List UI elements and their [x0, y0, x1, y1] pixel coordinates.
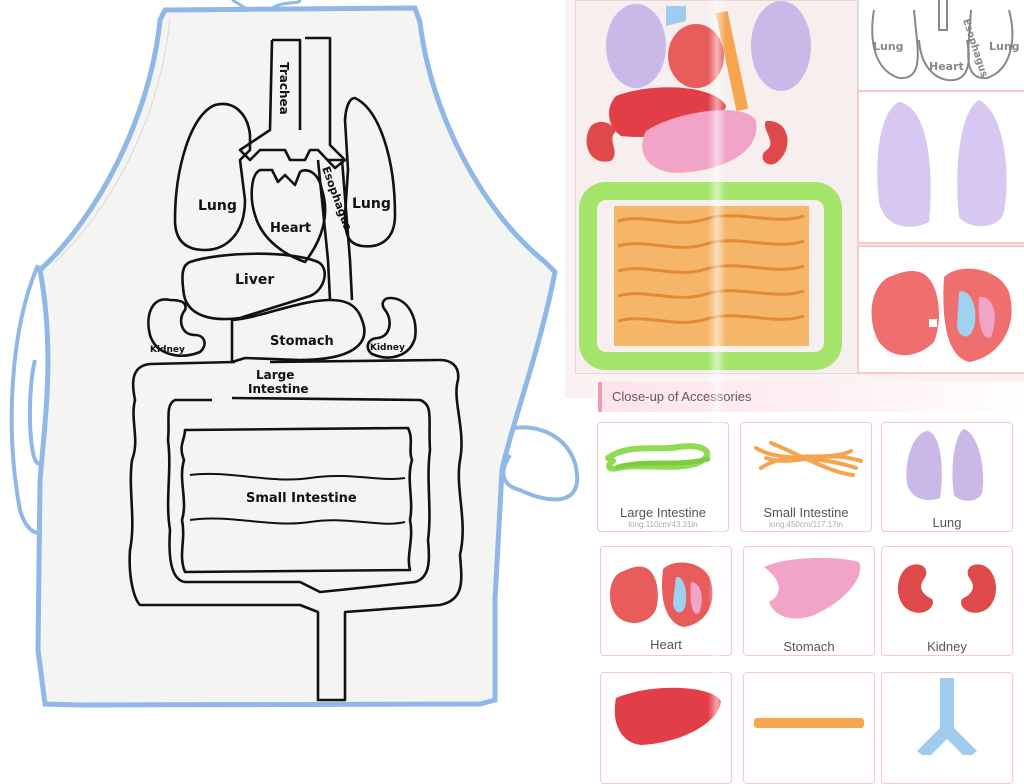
accessory-card-kidney[interactable]: Kidney — [881, 546, 1013, 656]
label-liver: Liver — [235, 272, 274, 288]
accessory-label: Kidney — [927, 639, 967, 654]
accessory-card-stomach[interactable]: Stomach — [743, 546, 875, 656]
label-trachea: Trachea — [277, 62, 291, 115]
liver-illustration — [614, 687, 721, 745]
small-intestine-illustration — [754, 441, 863, 477]
label-kidney-left: Kidney — [150, 345, 185, 355]
thumb-label-esophagus: Esophagus — [960, 18, 989, 79]
stomach-illustration — [764, 557, 861, 619]
left-lung-outline — [173, 102, 252, 252]
thumbnail-heart-illustration — [871, 268, 1012, 362]
accessory-card-trachea[interactable] — [881, 672, 1013, 784]
large-intestine-inner — [166, 396, 432, 594]
thumb-label-lung-right: Lung — [989, 40, 1020, 53]
esophagus-illustration — [754, 718, 864, 728]
accessories-header: Close-up of Accessories — [598, 382, 1024, 412]
label-stomach: Stomach — [270, 334, 334, 349]
label-large-intestine-line: Intestine — [248, 382, 309, 396]
heart-outline — [250, 168, 327, 264]
label-small-intestine: Small Intestine — [246, 491, 357, 506]
small-intestine-outline — [180, 426, 414, 574]
thumbnail-lungs-illustration — [877, 100, 1007, 227]
thumbnail-diagram[interactable]: Lung Heart Esophagus Lung — [857, 0, 1024, 92]
esophagus-outline — [316, 158, 354, 301]
large-intestine-outline — [128, 358, 464, 702]
accessory-card-esophagus[interactable] — [743, 672, 875, 784]
accessory-label: Stomach — [783, 639, 835, 654]
thumbnail-heart[interactable] — [857, 245, 1024, 374]
accessory-card-small-intestine[interactable]: Small Intestine long:450cm/117.17in — [740, 422, 872, 532]
label-kidney-right: Kidney — [370, 343, 405, 353]
right-waist-tie — [501, 425, 580, 502]
liver-outline — [181, 252, 326, 321]
thumb-label-heart: Heart — [929, 60, 964, 73]
kidney-illustration — [897, 564, 997, 613]
right-lung-outline — [343, 96, 397, 248]
large-intestine-illustration — [605, 443, 711, 472]
accessory-label: Lung — [932, 515, 962, 530]
thumbnail-lungs[interactable] — [857, 90, 1024, 244]
trachea-illustration — [917, 678, 977, 755]
accessory-sublabel: long:110cm/43.31in — [628, 520, 698, 529]
label-large-intestine-line: Large — [256, 368, 294, 382]
heart-illustration — [609, 562, 713, 627]
stomach-outline — [230, 298, 366, 364]
thumb-label-lung-left: Lung — [873, 40, 904, 53]
accessory-label: Small Intestine — [763, 505, 849, 520]
label-lung-right: Lung — [352, 196, 391, 212]
right-kidney-outline — [366, 296, 417, 359]
accessory-label: Large Intestine — [619, 505, 706, 520]
apron-body — [35, 5, 558, 708]
thumbnail-diagram-illustration: Lung Heart Esophagus Lung — [871, 0, 1020, 82]
accessory-label: Heart — [650, 637, 682, 652]
accessory-sublabel: long:450cm/117.17in — [769, 520, 843, 529]
label-heart: Heart — [270, 221, 311, 236]
left-kidney-outline — [147, 298, 206, 357]
accessory-card-large-intestine[interactable]: Large Intestine long:110cm/43.31in — [597, 422, 729, 532]
lung-illustration — [906, 429, 984, 501]
accessories-header-text: Close-up of Accessories — [612, 389, 752, 404]
accessory-card-lung[interactable]: Lung — [881, 422, 1013, 532]
page-fold-highlight — [708, 0, 726, 768]
apron-photo: Trachea Lung Lung Heart Esophagus Liver … — [9, 0, 580, 708]
label-lung-left: Lung — [198, 198, 237, 214]
